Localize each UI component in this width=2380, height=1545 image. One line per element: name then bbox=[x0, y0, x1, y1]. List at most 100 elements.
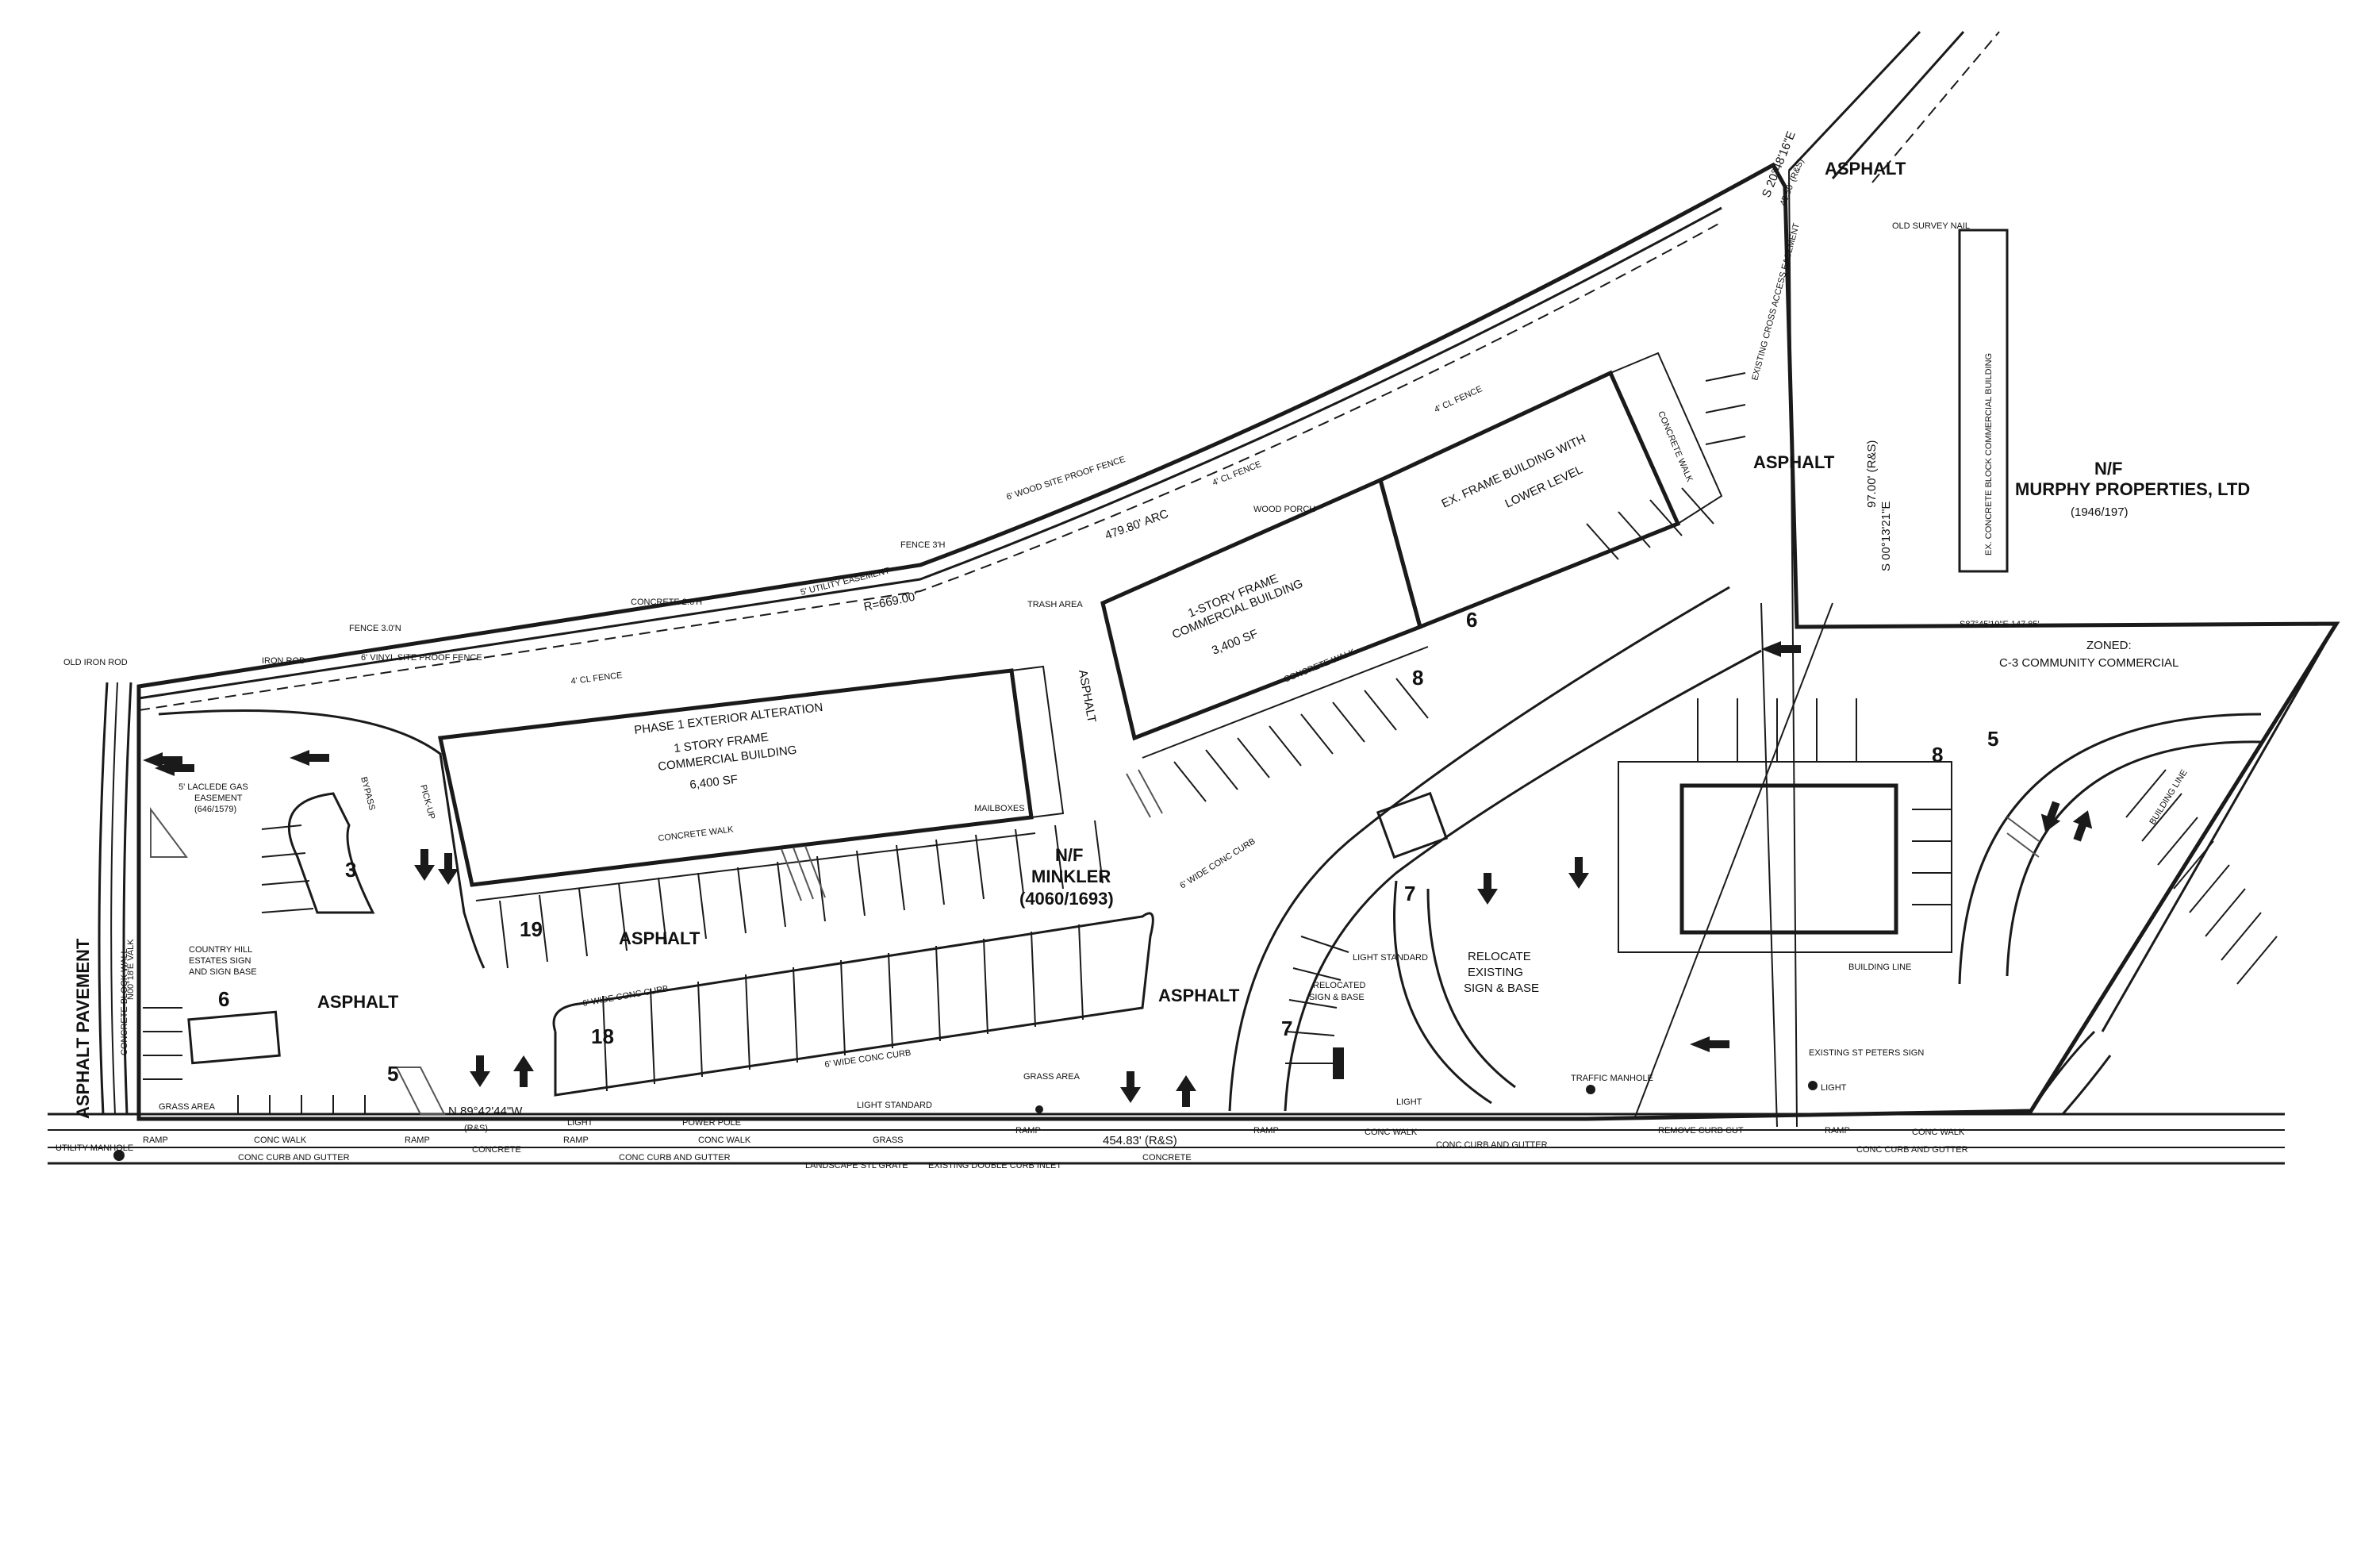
central-curb-curve bbox=[552, 912, 1154, 1032]
phase1-area: 6,400 SF bbox=[689, 773, 738, 792]
phase1-walk-east bbox=[1011, 665, 1065, 818]
laclede-label-1: 5' LACLEDE GAS bbox=[178, 782, 248, 792]
grass-area-label-2: GRASS AREA bbox=[1023, 1072, 1081, 1082]
phase1-title: PHASE 1 EXTERIOR ALTERATION bbox=[633, 701, 823, 737]
six-wide-curb-1: 6' WIDE CONC CURB bbox=[582, 984, 669, 1009]
st-peters-label: EXISTING ST PETERS SIGN bbox=[1809, 1048, 1924, 1058]
six-wide-curb-2: 6' WIDE CONC CURB bbox=[824, 1048, 912, 1070]
west-walk-line bbox=[110, 682, 118, 1115]
six-wide-curb-3: 6' WIDE CONC CURB bbox=[1178, 836, 1257, 890]
conc-walk-label-1: CONC WALK bbox=[254, 1136, 307, 1145]
stall-count-3: 3 bbox=[345, 858, 356, 882]
ramp-label-4: RAMP bbox=[1015, 1126, 1041, 1136]
light-standard-south-label: LIGHT STANDARD bbox=[857, 1101, 932, 1110]
phase1-walk-front bbox=[471, 817, 1036, 901]
wood-fence-label: 6' WOOD SITE PROOF FENCE bbox=[1005, 455, 1127, 502]
ne-access-road bbox=[1787, 30, 1965, 179]
concrete-label-2: CONCRETE bbox=[1142, 1153, 1192, 1163]
mailboxes-label: MAILBOXES bbox=[974, 804, 1025, 813]
relocate-label-2: EXISTING bbox=[1468, 966, 1523, 979]
concrete-label-1: CONCRETE bbox=[472, 1145, 521, 1155]
curb-gutter-label-4: CONC CURB AND GUTTER bbox=[1856, 1145, 1968, 1155]
east-curve-drive bbox=[1228, 586, 1730, 1112]
bearing-south-label: N 89°42'44"W bbox=[448, 1105, 523, 1118]
murphy-building bbox=[1958, 229, 2009, 573]
asphalt-label-south: ASPHALT bbox=[1158, 986, 1240, 1005]
ramp-label-6: RAMP bbox=[1825, 1126, 1850, 1136]
minkler-name: MINKLER bbox=[1031, 867, 1111, 886]
asphalt-label-frame: ASPHALT bbox=[1076, 669, 1098, 724]
relocated-label-1: RELOCATED bbox=[1313, 981, 1365, 990]
vinyl-fence-label: 6' VINYL SITE PROOF FENCE bbox=[361, 653, 482, 663]
cl-fence-label-1: 4' CL FENCE bbox=[570, 671, 623, 686]
west-street-edge bbox=[98, 682, 132, 1115]
light-label-2: LIGHT bbox=[1396, 1097, 1422, 1107]
asphalt-label-top: ASPHALT bbox=[1825, 159, 1906, 179]
ramp-label-1: RAMP bbox=[143, 1136, 168, 1145]
cross-access-line-2 bbox=[1760, 602, 1778, 1128]
radius-label: R=669.00' bbox=[862, 590, 919, 614]
building-line-label-2: BUILDING LINE bbox=[2148, 768, 2189, 827]
murphy-nf: N/F bbox=[2094, 459, 2122, 478]
east-island-curve bbox=[1958, 713, 2262, 985]
curb-gutter-label-3: CONC CURB AND GUTTER bbox=[1436, 1140, 1548, 1150]
stall-count-8-east: 8 bbox=[1932, 743, 1943, 767]
iron-rod-label: IRON ROD bbox=[262, 656, 305, 666]
old-survey-nail-label: OLD SURVEY NAIL bbox=[1892, 221, 1970, 231]
southeast-curb bbox=[2029, 1030, 2112, 1115]
zoned-label: ZONED: bbox=[2086, 639, 2132, 652]
power-pole-label: POWER POLE bbox=[682, 1118, 741, 1128]
asphalt-label-central: ASPHALT bbox=[619, 928, 701, 948]
traffic-manhole-label: TRAFFIC MANHOLE bbox=[1571, 1074, 1653, 1083]
dist-south-label: 454.83' (R&S) bbox=[1103, 1134, 1177, 1147]
bearing-se-label: S87°45'19"E 147.85' bbox=[1960, 620, 2040, 629]
light-label-3: LIGHT bbox=[1821, 1083, 1847, 1093]
parking-stalls-central-north bbox=[499, 820, 1104, 969]
utility-points bbox=[113, 1081, 1818, 1161]
east-curve-drive-inner bbox=[1284, 649, 1762, 1112]
building-line-label-1: BUILDING LINE bbox=[1848, 963, 1911, 972]
murphy-ref: (1946/197) bbox=[2071, 505, 2129, 519]
concrete-block-wall-label: CONCRETE BLOCK WALL bbox=[120, 948, 129, 1055]
asphalt-label-ne: ASPHALT bbox=[1753, 452, 1835, 472]
central-south-curb bbox=[554, 936, 1152, 1097]
ex-frame-walk bbox=[1610, 352, 1723, 525]
relocate-label-1: RELOCATE bbox=[1468, 950, 1531, 963]
fence-30-label: FENCE 3.0'N bbox=[349, 624, 401, 633]
asphalt-label-west: ASPHALT bbox=[317, 992, 399, 1012]
roundabout-island bbox=[1393, 880, 1516, 1105]
parking-stalls-ne bbox=[1586, 372, 1746, 560]
parking-stalls-frame bbox=[1173, 678, 1429, 802]
pick-up-label: PICK-UP bbox=[418, 784, 436, 821]
future-building-canopy bbox=[1618, 761, 1952, 953]
curb-gutter-label-2: CONC CURB AND GUTTER bbox=[619, 1153, 731, 1163]
parking-stalls-central-south bbox=[602, 924, 1084, 1092]
stall-count-19: 19 bbox=[520, 917, 543, 941]
utility-manhole-label: UTILITY MANHOLE bbox=[56, 1143, 133, 1153]
traffic-arrows bbox=[143, 641, 2093, 1107]
phase1-walk-label: CONCRETE WALK bbox=[658, 824, 735, 844]
curb-gutter-label-1: CONC CURB AND GUTTER bbox=[238, 1153, 350, 1163]
ramp-label-5: RAMP bbox=[1253, 1126, 1279, 1136]
stall-count-5-west: 5 bbox=[387, 1062, 398, 1086]
remove-curb-cut-label: REMOVE CURB CUT bbox=[1658, 1126, 1744, 1136]
south-walk-line bbox=[48, 1129, 2285, 1148]
grass-area-label-1: GRASS AREA bbox=[159, 1102, 216, 1112]
north-fence-line bbox=[138, 206, 1722, 700]
frame-walk bbox=[1134, 626, 1429, 759]
arc-label: 479.80' ARC bbox=[1104, 507, 1171, 543]
east-lot-boundary bbox=[2101, 623, 2338, 1032]
stall-count-5-east: 5 bbox=[1987, 727, 1998, 751]
conc-walk-label-3: CONC WALK bbox=[1365, 1128, 1418, 1137]
dist-east-label: 97.00' (R&S) bbox=[1865, 440, 1879, 508]
rs-label: (R&S) bbox=[464, 1124, 488, 1133]
laclede-label-3: (646/1579) bbox=[194, 805, 236, 814]
bearing-west-label: N00°18'E VALK bbox=[126, 939, 136, 1000]
fence-3-label: FENCE 3'H bbox=[900, 540, 946, 550]
relocated-sign-base bbox=[1333, 1047, 1344, 1079]
minkler-ref: (4060/1693) bbox=[1019, 889, 1114, 909]
bearing-east-label: S 00°13'21"E bbox=[1879, 502, 1893, 571]
relocate-label-3: SIGN & BASE bbox=[1464, 982, 1539, 995]
conc-walk-label-2: CONC WALK bbox=[698, 1136, 751, 1145]
conc-walk-label-4: CONC WALK bbox=[1912, 1128, 1965, 1137]
